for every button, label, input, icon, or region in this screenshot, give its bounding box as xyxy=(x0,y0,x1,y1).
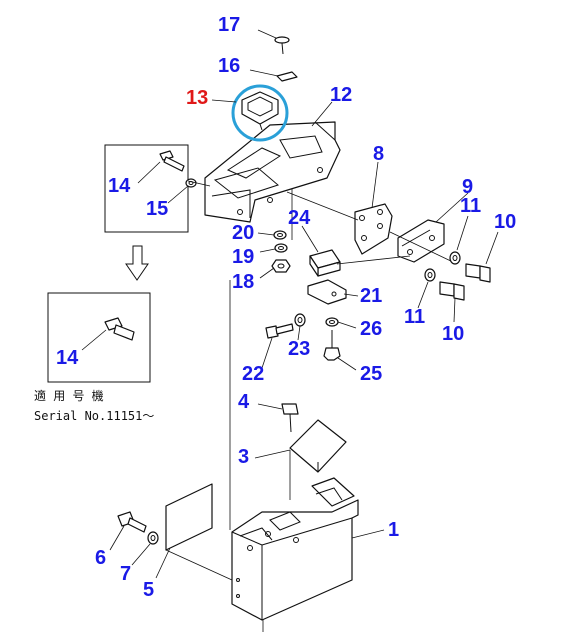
part-1-console-box xyxy=(231,477,359,621)
highlight-ring xyxy=(231,84,289,142)
assembly-centerline xyxy=(165,549,233,581)
callout-4: 4 xyxy=(238,391,250,413)
callout-14-lower: 14 xyxy=(56,347,79,369)
leader-14a xyxy=(137,161,161,184)
part-10-bolt-upper xyxy=(465,263,491,283)
callout-3: 3 xyxy=(238,446,249,468)
part-10-bolt-lower xyxy=(439,281,465,301)
callout-14-upper: 14 xyxy=(108,175,131,197)
leader-24 xyxy=(301,225,319,253)
callout-25: 25 xyxy=(360,363,382,385)
part-24-cushion xyxy=(309,249,341,277)
leader-16 xyxy=(249,69,279,77)
callout-10-lower: 10 xyxy=(442,323,464,345)
leader-12-bracket xyxy=(286,191,359,221)
part-20-washer xyxy=(273,230,287,240)
leader-14b xyxy=(81,329,107,351)
part-4-bolt xyxy=(281,403,299,433)
part-23-washer xyxy=(294,313,306,327)
part-7-washer xyxy=(147,531,159,545)
inset-frame-lower xyxy=(47,292,151,383)
leader-inset xyxy=(187,180,211,187)
leader-22 xyxy=(261,337,273,369)
part-15-washer xyxy=(185,178,197,188)
part-14-bolt-upper xyxy=(159,150,185,172)
callout-12: 12 xyxy=(330,84,352,106)
part-9-bracket xyxy=(397,219,445,263)
leader-18 xyxy=(259,267,275,279)
callout-8: 8 xyxy=(373,143,384,165)
leader-11b xyxy=(417,281,429,309)
callout-21: 21 xyxy=(360,285,382,307)
part-8-bracket xyxy=(354,203,393,255)
leader-25 xyxy=(337,357,357,371)
bracket-line xyxy=(336,255,411,265)
leader-4 xyxy=(257,403,283,410)
leader-17 xyxy=(257,29,277,39)
leader-23 xyxy=(297,325,301,341)
part-26-washer xyxy=(325,317,339,327)
callout-7: 7 xyxy=(120,563,131,585)
part-6-bolt xyxy=(117,511,147,533)
inset-frame-upper xyxy=(104,144,189,233)
leader-13 xyxy=(211,99,237,103)
callout-23: 23 xyxy=(288,338,310,360)
leader-7 xyxy=(131,543,151,566)
leader-21 xyxy=(343,293,359,297)
leader-19 xyxy=(259,248,276,253)
leader-15 xyxy=(167,185,189,204)
down-arrow xyxy=(125,245,149,281)
serial-number-note: Serial No.11151〜 xyxy=(34,409,154,423)
leader-12 xyxy=(311,101,333,127)
leader-6 xyxy=(109,525,125,551)
part-22-bolt xyxy=(265,323,294,339)
callout-6: 6 xyxy=(95,547,106,569)
part-21-clamp xyxy=(307,279,347,305)
part-16-plate xyxy=(276,71,298,82)
callout-11-lower: 11 xyxy=(404,306,425,328)
leader-10b xyxy=(453,297,456,323)
part-18-nut xyxy=(271,259,291,273)
leader-26 xyxy=(337,321,357,329)
callout-1: 1 xyxy=(388,519,399,541)
leader-10a xyxy=(485,231,499,265)
applicable-models-note: 適 用 号 機 xyxy=(34,388,104,403)
part-11-washer-lower xyxy=(424,268,436,282)
callout-17: 17 xyxy=(218,14,240,36)
callout-5: 5 xyxy=(143,579,154,601)
callout-19: 19 xyxy=(232,246,254,268)
callout-13: 13 xyxy=(186,87,208,109)
leader-20 xyxy=(257,232,275,236)
bracket-line xyxy=(389,231,456,264)
leader-5 xyxy=(155,547,171,579)
callout-10-upper: 10 xyxy=(494,211,516,233)
part-17-screw xyxy=(274,36,290,55)
callout-11-upper: 11 xyxy=(460,195,481,217)
leader-9 xyxy=(435,192,469,223)
leader-8 xyxy=(371,161,379,209)
leader-1 xyxy=(351,529,385,539)
leader-11a xyxy=(456,215,469,251)
leader-3 xyxy=(254,449,291,459)
callout-16: 16 xyxy=(218,55,240,77)
part-25-bolt xyxy=(323,330,341,361)
callout-22: 22 xyxy=(242,363,264,385)
part-13-switch xyxy=(241,91,279,131)
part-14-bolt-lower xyxy=(104,317,135,341)
part-3-cover xyxy=(289,419,347,473)
callout-15: 15 xyxy=(146,198,168,220)
part-19-washer xyxy=(274,243,288,253)
callout-20: 20 xyxy=(232,222,254,244)
callout-9: 9 xyxy=(462,176,473,198)
part-11-washer-upper xyxy=(449,251,461,265)
callout-24: 24 xyxy=(288,207,311,229)
part-12-upper-cover xyxy=(204,121,341,223)
part-5-side-plate xyxy=(165,483,213,551)
callout-26: 26 xyxy=(360,318,382,340)
callout-18: 18 xyxy=(232,271,254,293)
